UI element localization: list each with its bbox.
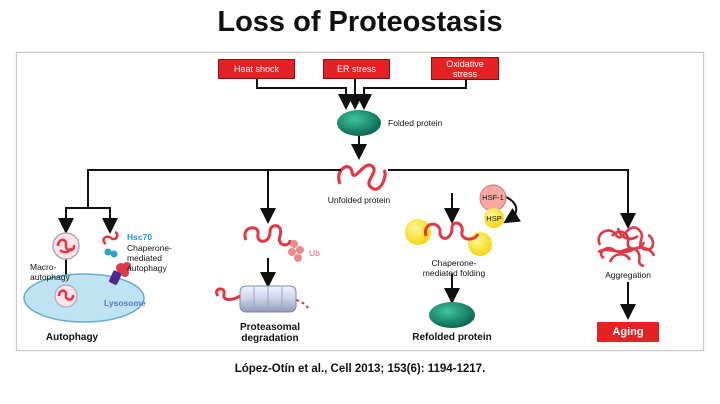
folded-protein-ellipse bbox=[337, 110, 381, 136]
er-stress-box: ER stress bbox=[323, 59, 390, 79]
unfolded-protein-squiggle bbox=[337, 163, 387, 191]
hsp-icon bbox=[484, 208, 504, 228]
refolded-protein-ellipse bbox=[429, 302, 475, 328]
lysosome-icon bbox=[23, 273, 145, 323]
hsc70-chaperone-icon bbox=[102, 230, 131, 285]
aging-box: Aging bbox=[597, 322, 659, 342]
macro-autophagy-label: Macro-autophagy bbox=[30, 262, 70, 282]
hsc70-label: Hsc70 bbox=[127, 232, 153, 242]
unfolded-protein-label: Unfolded protein bbox=[327, 195, 391, 205]
ubiquitinated-protein-icon bbox=[243, 224, 292, 247]
cma-label: Chaperone-mediated autophagy bbox=[127, 243, 172, 273]
stress-connectors bbox=[256, 78, 467, 160]
branch-connectors bbox=[58, 169, 636, 320]
oxidative-stress-box: Oxidative stress bbox=[431, 57, 499, 80]
chaperone-right-icon bbox=[468, 232, 492, 256]
autophagy-label: Autophagy bbox=[45, 332, 99, 343]
citation: López-Otín et al., Cell 2013; 153(6): 11… bbox=[234, 363, 486, 375]
heat-shock-box: Heat shock bbox=[218, 59, 295, 79]
proteasomal-degradation-label: Proteasomal degradation bbox=[239, 322, 301, 344]
hsf1-label: HSF-1 bbox=[482, 193, 504, 202]
ub-label: Ub bbox=[309, 248, 320, 258]
refolded-protein-label: Refolded protein bbox=[412, 332, 492, 343]
hsp-label: HSP bbox=[486, 214, 502, 223]
chaperone-folding-label: Chaperone-mediated folding bbox=[422, 258, 486, 278]
chaperone-left-icon bbox=[405, 219, 431, 245]
aggregate-icon bbox=[597, 226, 656, 268]
folded-protein-label: Folded protein bbox=[388, 118, 443, 128]
slide-title: Loss of Proteostasis bbox=[217, 6, 503, 38]
proteasome-icon bbox=[215, 285, 309, 313]
lysosome-label: Lysosome bbox=[104, 298, 146, 308]
aggregation-label: Aggregation bbox=[605, 270, 651, 280]
